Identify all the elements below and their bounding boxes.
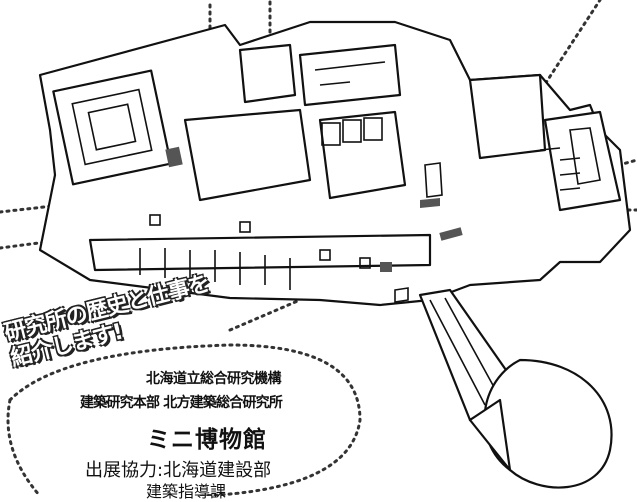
organization-line-1: 北海道立総合研究機構 [146, 371, 282, 387]
cooperation-line-1: 出展協力:北海道建設部 [85, 460, 272, 481]
cooperation-line-2: 建築指導課 [146, 482, 227, 501]
building-outline [38, 20, 632, 307]
page-title: ミニ博物館 [147, 427, 267, 453]
walkway-plaza [418, 288, 613, 489]
organization-line-2: 建築研究本部 北方建築総合研究所 [80, 395, 283, 411]
